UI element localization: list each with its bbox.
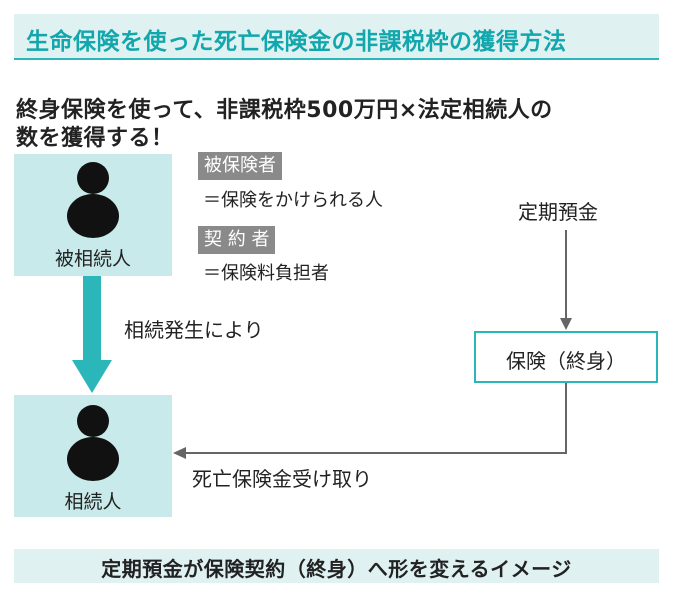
headline-line-1: 終身保険を使って、非課税枠500万円×法定相続人の (16, 98, 553, 123)
caption: 定期預金が保険契約（終身）へ形を変えるイメージ (101, 557, 572, 581)
payout-label: 死亡保険金受け取り (192, 467, 372, 491)
deposit-to-insurance-arrow (560, 230, 572, 330)
page-title: 生命保険を使った死亡保険金の非課税枠の獲得方法 (26, 29, 567, 55)
arrow-down-icon (72, 276, 112, 393)
title-bar: 生命保険を使った死亡保険金の非課税枠の獲得方法 (14, 14, 659, 60)
headline-line-2: 数を獲得する！ (16, 126, 174, 151)
inheritance-label: 相続発生により (124, 318, 264, 342)
deposit-label: 定期預金 (518, 200, 598, 224)
decedent-box: 被相続人 (14, 154, 172, 276)
contractor-tag: 契 約 者 (198, 226, 276, 254)
contractor-definition: ＝保険料負担者 (203, 263, 329, 284)
person-silhouette-icon (67, 162, 119, 238)
arrow-left-icon (173, 383, 567, 459)
heir-box: 相続人 (14, 395, 172, 517)
insurance-box: 保険（終身） (474, 331, 658, 383)
caption-bar: 定期預金が保険契約（終身）へ形を変えるイメージ (14, 549, 659, 583)
insurance-label: 保険（終身） (506, 349, 626, 373)
insured-definition: ＝保険をかけられる人 (203, 190, 383, 211)
heir-label: 相続人 (64, 491, 122, 513)
decedent-label: 被相続人 (54, 248, 131, 270)
insured-tag: 被保険者 (198, 152, 282, 180)
person-silhouette-icon (67, 405, 119, 481)
